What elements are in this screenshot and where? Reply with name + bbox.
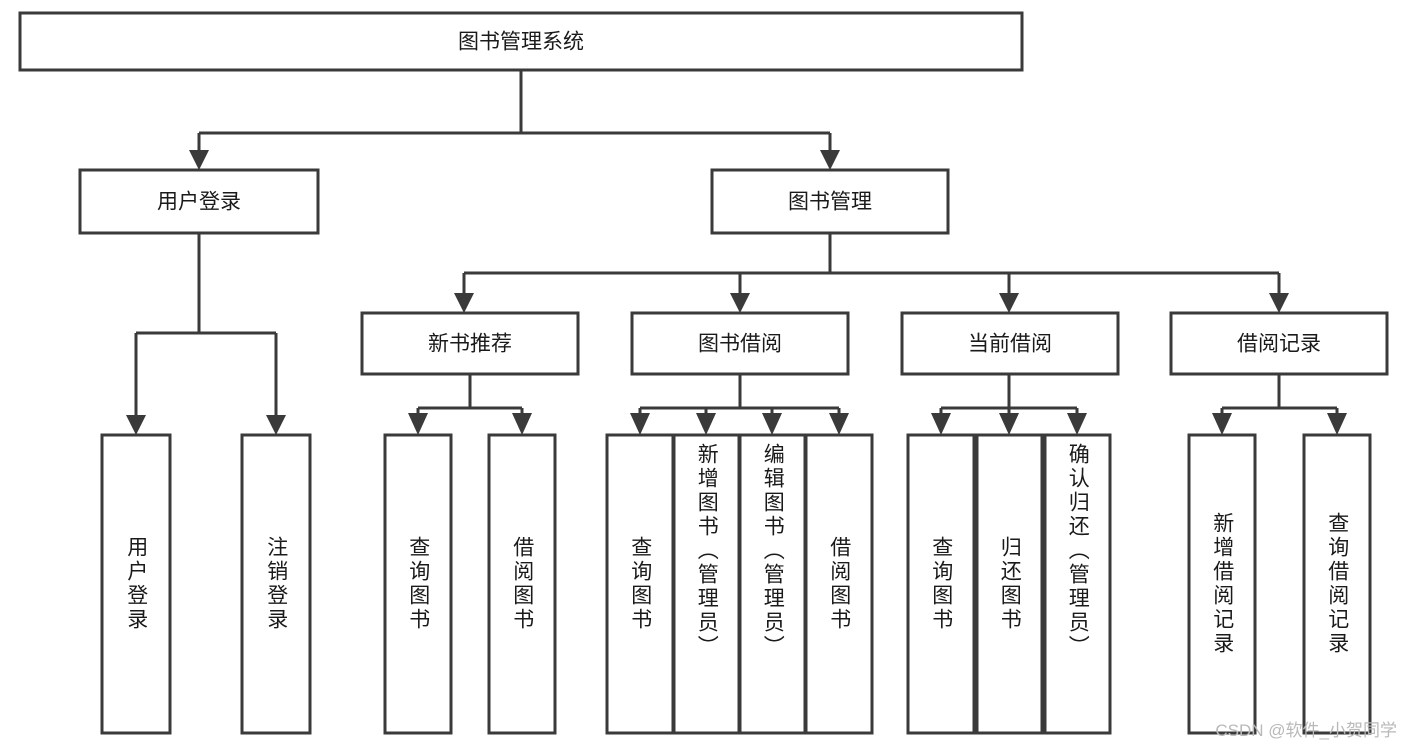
arrow-head-leaf-return-book (999, 413, 1019, 435)
leaf-box-confirm-return-admin[interactable] (1043, 433, 1112, 735)
node-book-management-box[interactable] (710, 168, 950, 235)
leaf-box-query-book-1[interactable] (383, 433, 453, 735)
leaf-box-edit-book-admin[interactable] (738, 433, 807, 735)
leaf-box-logout-login[interactable] (240, 433, 312, 735)
connector-userlogin-to-leaves (126, 233, 286, 435)
arrow-head-book-borrow (730, 293, 750, 313)
node-new-book-recommend[interactable]: 新书推荐 (360, 311, 580, 376)
arrow-head-leaf-add-borrow-record (1212, 413, 1232, 435)
node-current-borrow-label: 当前借阅 (968, 333, 1052, 356)
connector-newbook-to-leaves (408, 374, 532, 435)
node-borrow-record-box[interactable] (1169, 311, 1389, 376)
node-root-label: 图书管理系统 (458, 31, 584, 54)
node-current-borrow-box[interactable] (900, 311, 1120, 376)
connector-borrowrecord-to-leaves (1212, 374, 1347, 435)
node-user-login-label: 用户登录 (157, 191, 241, 214)
node-root[interactable]: 图书管理系统 (18, 11, 1024, 72)
node-new-book-recommend-label: 新书推荐 (428, 333, 512, 356)
leaf-box-query-borrow-record[interactable] (1302, 433, 1372, 735)
node-user-login[interactable]: 用户登录 (78, 168, 320, 235)
arrow-head-leaf-borrow-book-1 (512, 413, 532, 435)
leaf-box-add-book-admin[interactable] (672, 433, 741, 735)
leaf-box-return-book[interactable] (975, 433, 1044, 735)
connector-currentborrow-to-leaves (931, 374, 1087, 435)
leaf-box-borrow-book-1[interactable] (487, 433, 557, 735)
arrow-head-leaf-edit-book-admin (762, 413, 782, 435)
connector-bookmgmt-to-level2 (454, 233, 1289, 313)
leaf-box-query-book-3[interactable] (906, 433, 976, 735)
arrow-head-leaf-query-book-3 (931, 413, 951, 435)
node-current-borrow[interactable]: 当前借阅 (900, 311, 1120, 376)
node-book-borrow-box[interactable] (630, 311, 850, 376)
arrow-head-leaf-user-login (126, 415, 146, 435)
connector-bookborrow-to-leaves (630, 374, 849, 435)
node-new-book-recommend-box[interactable] (360, 311, 580, 376)
arrow-head-leaf-query-book-2 (630, 413, 650, 435)
node-user-login-box[interactable] (78, 168, 320, 235)
arrow-head-user-login (189, 150, 209, 170)
connector-root-to-level1 (189, 70, 840, 170)
arrow-head-leaf-borrow-book-2 (829, 413, 849, 435)
arrow-head-leaf-add-book-admin (696, 413, 716, 435)
node-borrow-record-label: 借阅记录 (1237, 333, 1321, 356)
node-book-management[interactable]: 图书管理 (710, 168, 950, 235)
arrow-head-book-management (820, 150, 840, 170)
leaf-box-add-borrow-record[interactable] (1187, 433, 1257, 735)
node-book-borrow-label: 图书借阅 (698, 333, 782, 356)
leaf-box-query-book-2[interactable] (605, 433, 675, 735)
arrow-head-leaf-logout-login (266, 415, 286, 435)
arrow-head-leaf-confirm-return-admin (1067, 413, 1087, 435)
arrow-head-leaf-query-book-1 (408, 413, 428, 435)
arrow-head-leaf-query-borrow-record (1327, 413, 1347, 435)
node-book-management-label: 图书管理 (788, 191, 872, 214)
leaf-box-user-login[interactable] (100, 433, 172, 735)
arrow-head-current-borrow (999, 293, 1019, 313)
node-borrow-record[interactable]: 借阅记录 (1169, 311, 1389, 376)
node-root-box[interactable] (18, 11, 1024, 72)
arrow-head-borrow-record (1269, 293, 1289, 313)
node-book-borrow[interactable]: 图书借阅 (630, 311, 850, 376)
arrow-head-new-book-recommend (454, 293, 474, 313)
watermark-text: CSDN @软件_小贺同学 (1215, 721, 1397, 740)
leaf-box-borrow-book-2[interactable] (804, 433, 874, 735)
